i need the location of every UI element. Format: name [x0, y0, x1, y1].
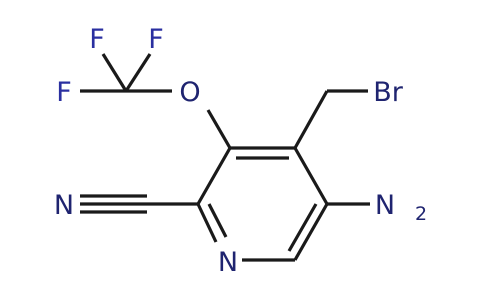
- atom-n-amino: N: [375, 190, 395, 221]
- bond-c4-ch2: [293, 90, 329, 149]
- atom-br: Br: [373, 77, 404, 108]
- bond-cf3-f1: [101, 53, 128, 92]
- atom-f3: F: [56, 77, 72, 108]
- atom-f1: F: [89, 24, 105, 55]
- amino-subscript: 2: [415, 203, 427, 225]
- bond-o-c3: [206, 109, 232, 149]
- bond-n1-c2-inner: [207, 203, 228, 238]
- atom-n-ring: N: [218, 247, 238, 278]
- atom-f2: F: [148, 24, 164, 55]
- bond-n1-c2: [196, 203, 218, 243]
- bond-c5-c6-inner: [287, 203, 318, 252]
- atom-n-nitrile: N: [54, 190, 74, 221]
- bond-c4-c5: [293, 147, 329, 205]
- atom-o: O: [179, 77, 200, 108]
- bond-c2-c3: [196, 147, 232, 205]
- bond-cf3-f2: [124, 53, 152, 92]
- bond-c5-c6: [293, 203, 329, 261]
